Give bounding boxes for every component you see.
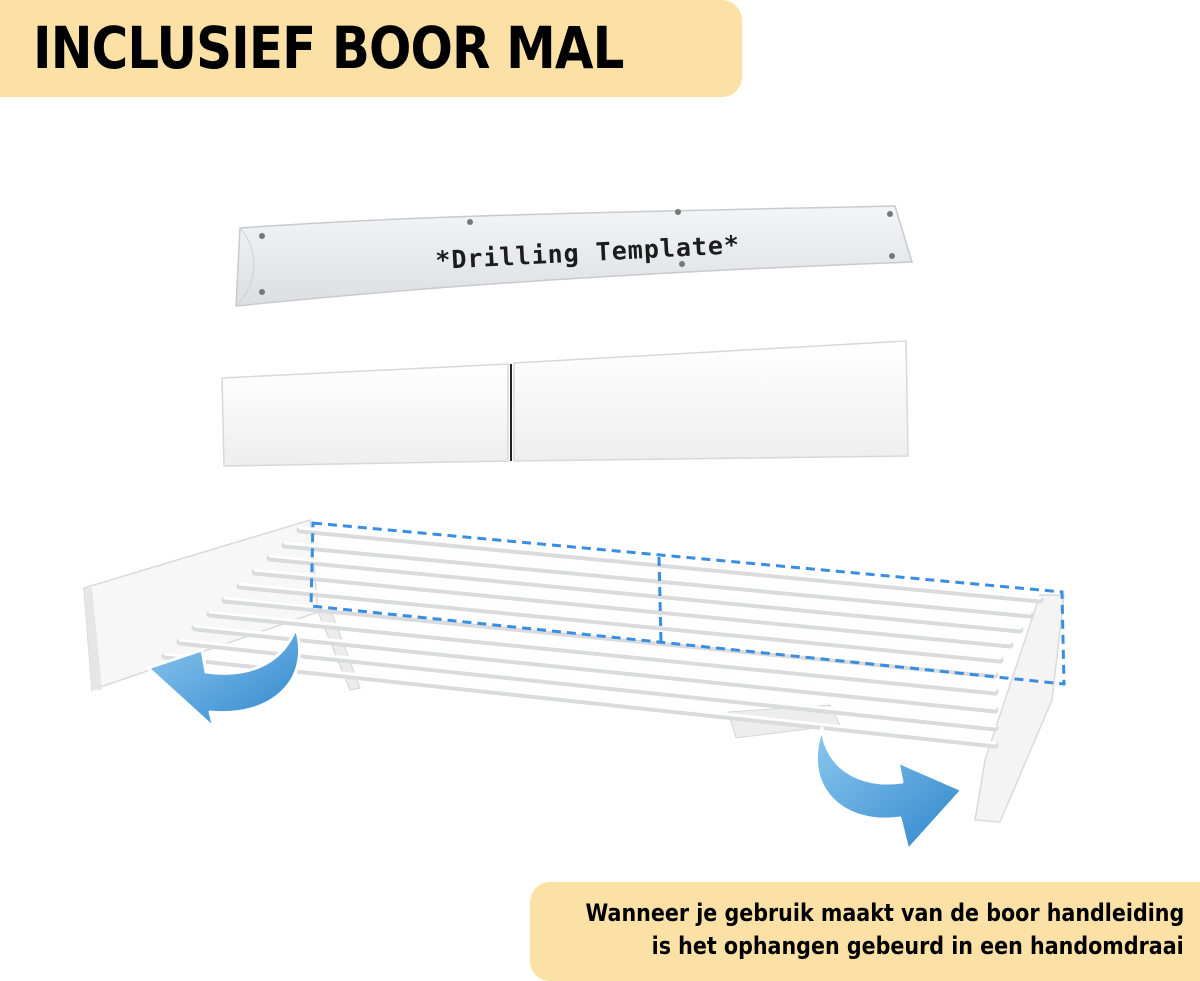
headline-title: INCLUSIEF BOOR MAL xyxy=(33,14,624,82)
curved-arrow-left-icon xyxy=(146,626,302,730)
caption-line-1: Wanneer je gebruik maakt van de boor han… xyxy=(585,899,1184,927)
wall-panels xyxy=(221,340,909,467)
caption-line-2: is het ophangen gebeurd in een handomdra… xyxy=(651,932,1184,960)
drilling-template-strip: *Drilling Template* xyxy=(235,205,914,307)
headline-banner: INCLUSIEF BOOR MAL xyxy=(0,0,742,97)
caption-banner: Wanneer je gebruik maakt van de boor han… xyxy=(530,882,1200,981)
curved-arrow-right-icon xyxy=(815,726,964,852)
folding-rack xyxy=(83,519,1066,823)
